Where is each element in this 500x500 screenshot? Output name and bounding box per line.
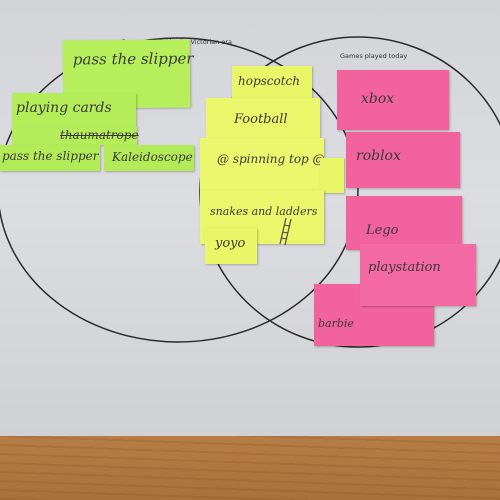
note-label: hopscotch	[238, 74, 301, 88]
ladder-icon	[279, 217, 292, 246]
note-label: xbox	[361, 91, 395, 107]
note-pass-the-slipper-2: pass the slipper	[0, 145, 100, 171]
note-xbox: xbox	[337, 70, 449, 130]
note-label: roblox	[356, 148, 401, 164]
note-label: barbie	[318, 317, 354, 330]
note-label: pass the slipper	[2, 149, 99, 163]
note-hopscotch: hopscotch	[232, 66, 312, 102]
note-playing-cards: playing cards	[12, 93, 136, 129]
note-football: Football	[206, 98, 320, 140]
note-label: playstation	[368, 260, 441, 275]
note-label: Lego	[366, 223, 399, 238]
note-label: yoyo	[215, 236, 246, 251]
note-lego: Lego	[346, 196, 462, 250]
note-overlap-extra	[320, 158, 344, 193]
note-thaumatrope: thaumatrope	[12, 127, 139, 145]
note-label: pass the slipper	[72, 49, 194, 69]
note-kaleidoscope: Kaleidoscope	[104, 145, 194, 171]
note-yoyo: yoyo	[205, 228, 257, 264]
right-circle-title: Games played today	[340, 52, 408, 60]
note-label: snakes and ladders	[210, 205, 318, 218]
note-label: Kaleidoscope	[112, 150, 193, 164]
note-spinning-top: @ spinning top @	[200, 138, 325, 190]
note-label: thaumatrope	[60, 128, 139, 142]
note-label: playing cards	[16, 100, 112, 116]
note-roblox: roblox	[346, 132, 460, 188]
wooden-table	[0, 436, 500, 500]
note-playstation: playstation	[360, 244, 476, 306]
note-label: @ spinning top @	[217, 152, 325, 166]
left-circle	[0, 37, 359, 343]
note-label: Football	[234, 112, 288, 127]
